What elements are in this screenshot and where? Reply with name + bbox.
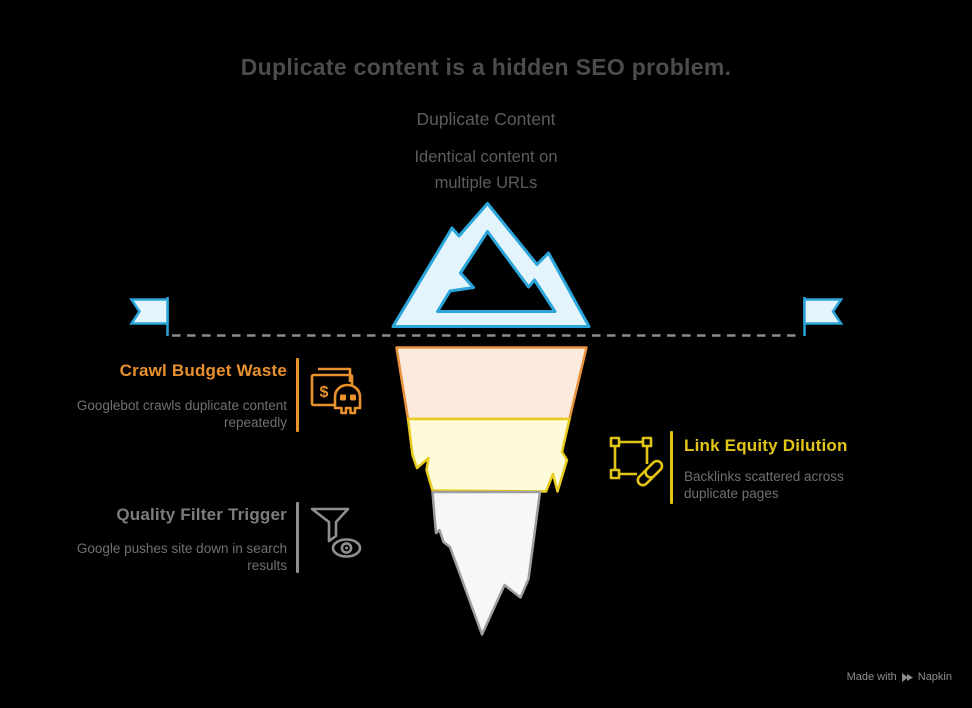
iceberg-layer-quality-filter xyxy=(431,490,542,636)
subject-label: Duplicate Content xyxy=(416,109,556,129)
quality-filter-divider xyxy=(296,502,299,573)
link-equity-title: Link Equity Dilution xyxy=(684,436,848,455)
iceberg-layer-link-equity xyxy=(406,417,571,493)
crawl-budget-description: Googlebot crawls duplicate content repea… xyxy=(76,398,287,430)
link-selection-icon xyxy=(609,436,664,487)
made-with-label: Made with xyxy=(846,671,897,683)
quality-filter-description: Google pushes site down in search result… xyxy=(76,541,287,573)
link-equity-divider xyxy=(670,431,673,504)
crawl-budget-divider xyxy=(296,358,299,432)
crawl-budget-title: Crawl Budget Waste xyxy=(119,361,287,380)
dollar-glyph: $ xyxy=(320,384,329,401)
mountain-icon xyxy=(391,202,591,328)
subject-description: Identical content on multiple URLs xyxy=(414,148,558,192)
link-equity-description: Backlinks scattered across duplicate pag… xyxy=(684,469,844,501)
funnel-eye-icon xyxy=(310,507,362,558)
brand-label: Napkin xyxy=(917,671,952,683)
iceberg-layer-crawl-budget xyxy=(395,346,588,421)
napkin-logo-icon xyxy=(901,672,913,682)
right-flag-icon xyxy=(803,298,844,325)
left-flag-icon xyxy=(129,298,169,325)
footer-credit: Made with Napkin xyxy=(847,671,952,683)
page-title: Duplicate content is a hidden SEO proble… xyxy=(240,54,732,80)
money-skull-icon: $ xyxy=(310,367,362,415)
quality-filter-title: Quality Filter Trigger xyxy=(116,505,287,524)
